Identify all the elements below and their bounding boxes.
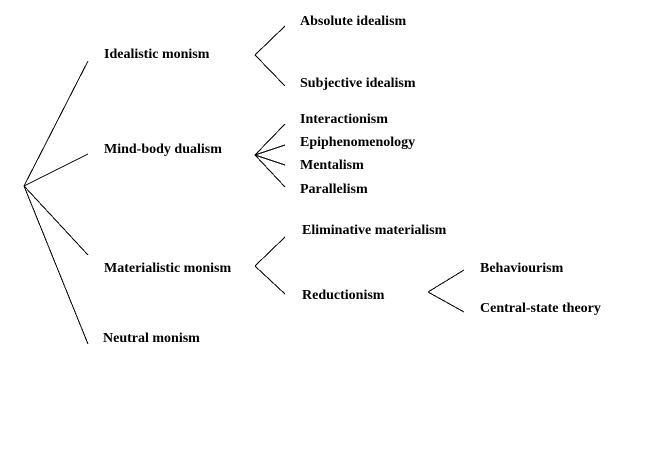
reductionism-branch: Behaviourism Central-state theory (427, 261, 601, 316)
connector-dualism-mentalism (254, 154, 286, 166)
node-subjective-idealism: Subjective idealism (300, 76, 416, 91)
materialistic-monism-branch: Materialistic monism Eliminative materia… (104, 223, 447, 303)
node-mind-body-dualism: Mind-body dualism (104, 142, 222, 157)
connector-reductionism-behaviourism (427, 269, 465, 293)
node-eliminative-materialism: Eliminative materialism (302, 223, 447, 238)
connector-dualism-epiphenomenology (254, 144, 286, 156)
connector-reductionism-central-state (427, 291, 465, 313)
root-connectors (23, 60, 89, 345)
idealistic-monism-branch: Idealistic monism Absolute idealism Subj… (104, 14, 416, 91)
connector-root-materialistic (23, 185, 89, 256)
connector-root-neutral (23, 185, 89, 345)
connector-materialistic-reductionism (254, 265, 286, 295)
connector-dualism-interactionism (254, 123, 286, 156)
connector-dualism-parallelism (254, 154, 286, 188)
node-idealistic-monism: Idealistic monism (104, 47, 210, 62)
node-materialistic-monism: Materialistic monism (104, 261, 231, 276)
node-neutral-monism: Neutral monism (103, 331, 200, 346)
node-reductionism: Reductionism (302, 288, 385, 303)
connector-idealistic-subjective (254, 54, 286, 87)
node-interactionism: Interactionism (300, 112, 388, 127)
connector-root-dualism (23, 153, 89, 187)
node-parallelism: Parallelism (300, 182, 368, 197)
neutral-monism-branch: Neutral monism (103, 331, 200, 346)
node-absolute-idealism: Absolute idealism (300, 14, 407, 29)
mind-body-dualism-branch: Mind-body dualism Interactionism Epiphen… (104, 112, 415, 197)
node-behaviourism: Behaviourism (480, 261, 564, 276)
connector-idealistic-absolute (254, 25, 286, 56)
node-epiphenomenology: Epiphenomenology (300, 135, 415, 150)
node-central-state-theory: Central-state theory (480, 301, 601, 316)
node-mentalism: Mentalism (300, 158, 364, 173)
connector-materialistic-eliminative (254, 236, 286, 267)
connector-root-idealistic (23, 60, 89, 187)
